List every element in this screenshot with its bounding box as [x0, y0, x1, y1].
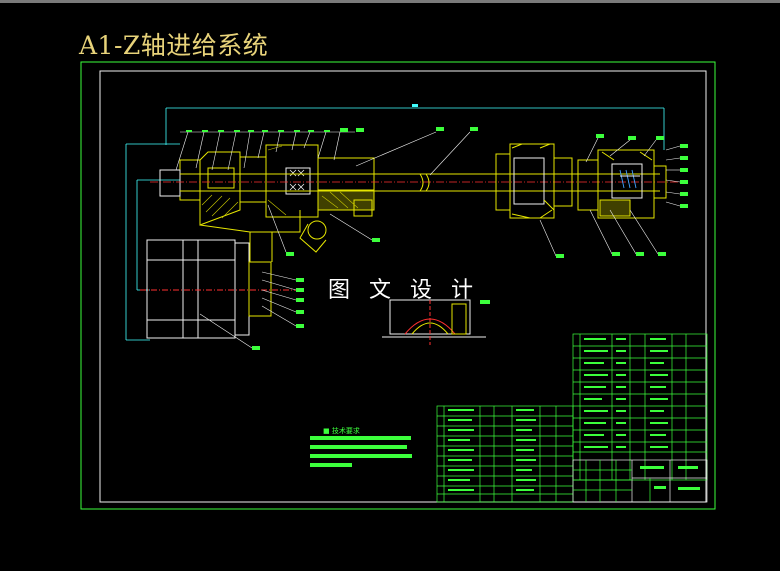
bearings-left: [289, 169, 305, 191]
watermark-text: 图 文 设 计: [328, 278, 479, 303]
outer-frame: [80, 61, 716, 510]
partial-section-view: [382, 299, 486, 345]
bearing-housing-right: [577, 149, 667, 219]
top-dimension: [165, 104, 665, 150]
bearings-right: [619, 169, 640, 189]
parts-list-entries: [584, 338, 668, 448]
technical-requirements-text: [310, 436, 412, 467]
part-balloons-bottom: [252, 238, 666, 350]
inner-frame: [99, 70, 707, 503]
left-dimension: [125, 143, 180, 341]
title-block-entries: [640, 466, 700, 490]
screw-nut-block: [495, 143, 573, 219]
part-leaders-bottom: [199, 204, 659, 349]
servo-motor: [140, 239, 300, 339]
ball-screw-shaft: [150, 169, 680, 197]
drawing-title: A1-Z轴进给系统: [79, 31, 269, 60]
part-balloons-top: [186, 127, 664, 140]
part-leaders-top: [175, 131, 657, 176]
window-top-bar: [0, 0, 780, 3]
bearing-housing-left: [179, 144, 375, 262]
title-block: [572, 459, 708, 503]
technical-requirements-heading: ■ 技术要求: [323, 427, 360, 435]
parts-list-table-2: [436, 405, 574, 503]
section-hatching-left: [201, 145, 359, 219]
part-balloons-right: [680, 144, 688, 208]
part-leaders-right: [665, 145, 681, 207]
parts-list-table: [572, 333, 708, 481]
parts-list-entries-2: [448, 409, 536, 491]
